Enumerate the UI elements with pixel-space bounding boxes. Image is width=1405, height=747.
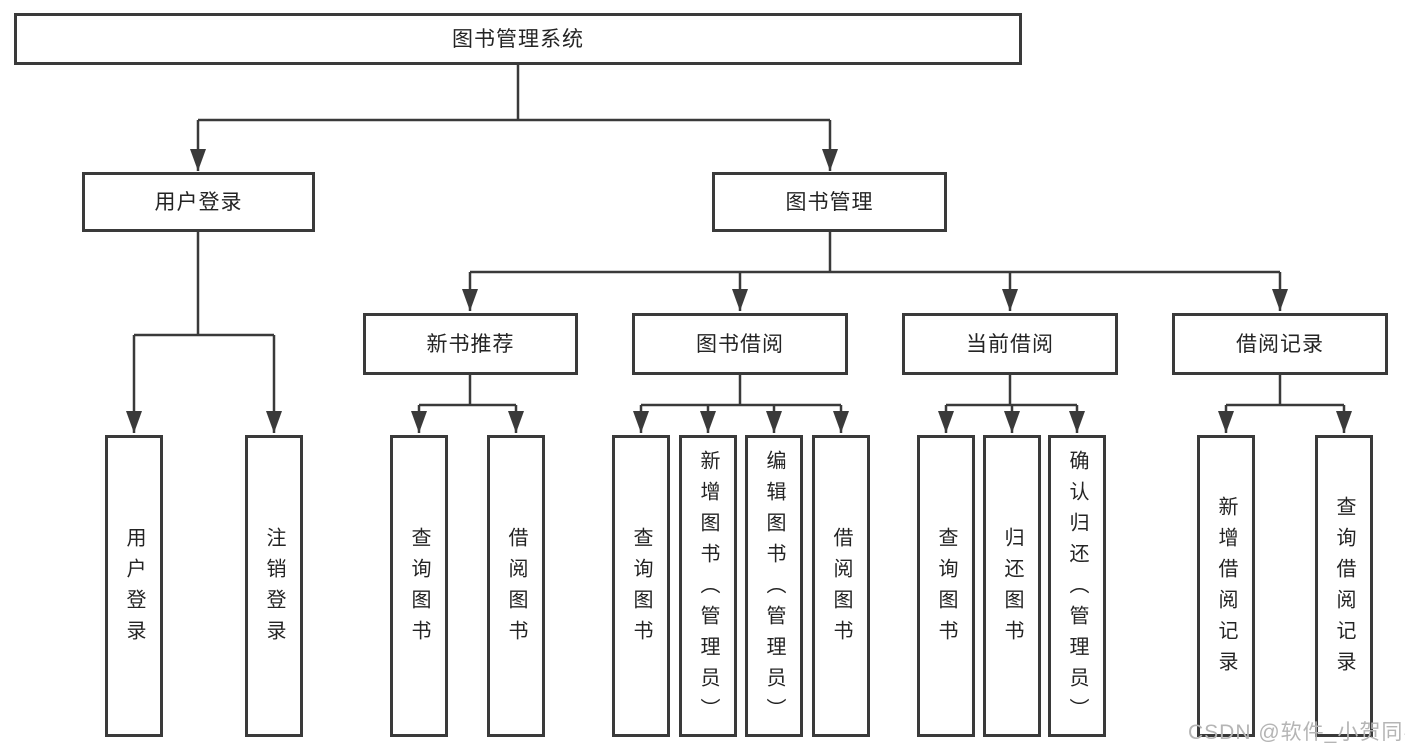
node-borrow-records: 借阅记录 bbox=[1172, 313, 1388, 375]
node-book-borrow: 图书借阅 bbox=[632, 313, 848, 375]
node-book-management: 图书管理 bbox=[712, 172, 947, 232]
leaf-return-books: 归还图书 bbox=[983, 435, 1041, 737]
leaf-query-borrow-record: 查询借阅记录 bbox=[1315, 435, 1373, 737]
leaf-recommend-borrow-books: 借阅图书 bbox=[487, 435, 545, 737]
leaf-recommend-query-books: 查询图书 bbox=[390, 435, 448, 737]
node-root-system: 图书管理系统 bbox=[14, 13, 1022, 65]
leaf-logout: 注销登录 bbox=[245, 435, 303, 737]
leaf-edit-books-admin: 编辑图书（管理员） bbox=[745, 435, 803, 737]
node-current-borrow: 当前借阅 bbox=[902, 313, 1118, 375]
leaf-user-login: 用户登录 bbox=[105, 435, 163, 737]
node-user-login: 用户登录 bbox=[82, 172, 315, 232]
leaf-add-borrow-record: 新增借阅记录 bbox=[1197, 435, 1255, 737]
leaf-borrow-query-books: 查询图书 bbox=[612, 435, 670, 737]
node-new-book-recommend: 新书推荐 bbox=[363, 313, 578, 375]
leaf-add-books-admin: 新增图书（管理员） bbox=[679, 435, 737, 737]
leaf-borrow-books: 借阅图书 bbox=[812, 435, 870, 737]
leaf-current-query-books: 查询图书 bbox=[917, 435, 975, 737]
leaf-confirm-return-admin: 确认归还（管理员） bbox=[1048, 435, 1106, 737]
csdn-watermark: CSDN @软件_小贺同学 bbox=[1188, 721, 1405, 744]
